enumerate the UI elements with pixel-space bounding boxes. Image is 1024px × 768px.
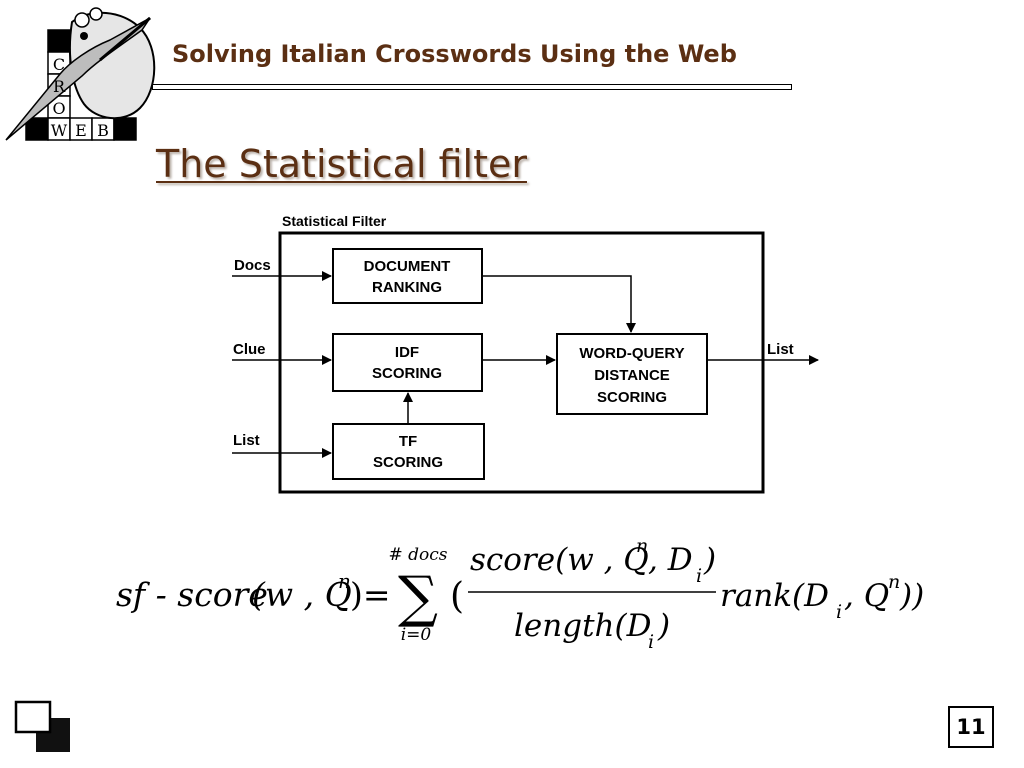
logo-letter-c: C — [53, 55, 65, 74]
numerator-tail: , D — [648, 542, 693, 578]
document-ranking-line-2: RANKING — [372, 279, 442, 296]
input-label-list: List — [233, 432, 260, 449]
corner-squares-icon — [14, 700, 70, 752]
filter-container — [278, 231, 765, 494]
page-number: 11 — [948, 706, 994, 748]
formula-lhs-sup: n — [338, 569, 351, 593]
rank-end: )) — [899, 578, 924, 614]
numerator-sub: i — [696, 565, 702, 587]
section-heading: The Statistical filter — [156, 142, 527, 186]
container-label: Statistical Filter — [282, 213, 387, 229]
idf-scoring-line-1: IDF — [395, 344, 419, 361]
logo-letter-e: E — [75, 121, 87, 140]
sum-lower-limit: i=0 — [401, 625, 432, 645]
ranking-to-wq-arrow — [482, 275, 636, 333]
numerator-sup: n — [636, 536, 648, 557]
word-query-line-2: DISTANCE — [594, 367, 670, 384]
input-label-clue: Clue — [233, 341, 266, 358]
logo-letter-r: R — [53, 77, 66, 96]
slide-title: Solving Italian Crosswords Using the Web — [172, 40, 737, 68]
formula-rank: rank(D — [720, 578, 829, 614]
logo-letter-o: O — [52, 99, 65, 118]
rank-tail: , Q — [844, 578, 889, 614]
output-label-list: List — [767, 341, 794, 358]
tf-scoring-line-1: TF — [399, 433, 417, 450]
rank-sup: n — [888, 571, 900, 593]
idf-scoring-line-2: SCORING — [372, 365, 442, 382]
rank-sub: i — [836, 601, 842, 623]
sum-sign: ∑ — [398, 565, 438, 630]
logo-letter-b: B — [97, 121, 109, 140]
denominator-close: ) — [657, 608, 670, 644]
crowweb-logo: C R O W E B — [5, 7, 156, 141]
numerator-close: ) — [703, 542, 716, 578]
document-ranking-line-1: DOCUMENT — [364, 258, 451, 275]
mascot-icon — [5, 7, 156, 141]
formula-lhs: sf - score — [116, 575, 268, 614]
statistical-filter-diagram: Statistical Filter DOCUMENT RANKING IDF … — [232, 213, 819, 494]
sf-score-formula: sf - score (w , Q n )= # docs ∑ i=0 ( sc… — [116, 536, 924, 653]
title-rule — [152, 84, 792, 90]
word-query-distance-block — [556, 333, 708, 415]
denominator-sub: i — [648, 631, 654, 653]
formula-equals: )= — [350, 575, 391, 614]
tf-scoring-line-2: SCORING — [373, 454, 443, 471]
word-query-line-3: SCORING — [597, 389, 667, 406]
word-query-line-1: WORD-QUERY — [579, 345, 684, 362]
formula-lhs-args: (w , Q — [252, 575, 352, 614]
fraction-denominator: length(D — [514, 608, 652, 644]
sum-upper-limit: # docs — [388, 545, 447, 565]
logo-letter-w: W — [51, 121, 68, 140]
fraction-numerator: score(w , Q — [470, 542, 649, 578]
idf-scoring-block — [332, 333, 483, 392]
input-label-docs: Docs — [234, 257, 271, 274]
formula-open-paren: ( — [450, 576, 464, 617]
